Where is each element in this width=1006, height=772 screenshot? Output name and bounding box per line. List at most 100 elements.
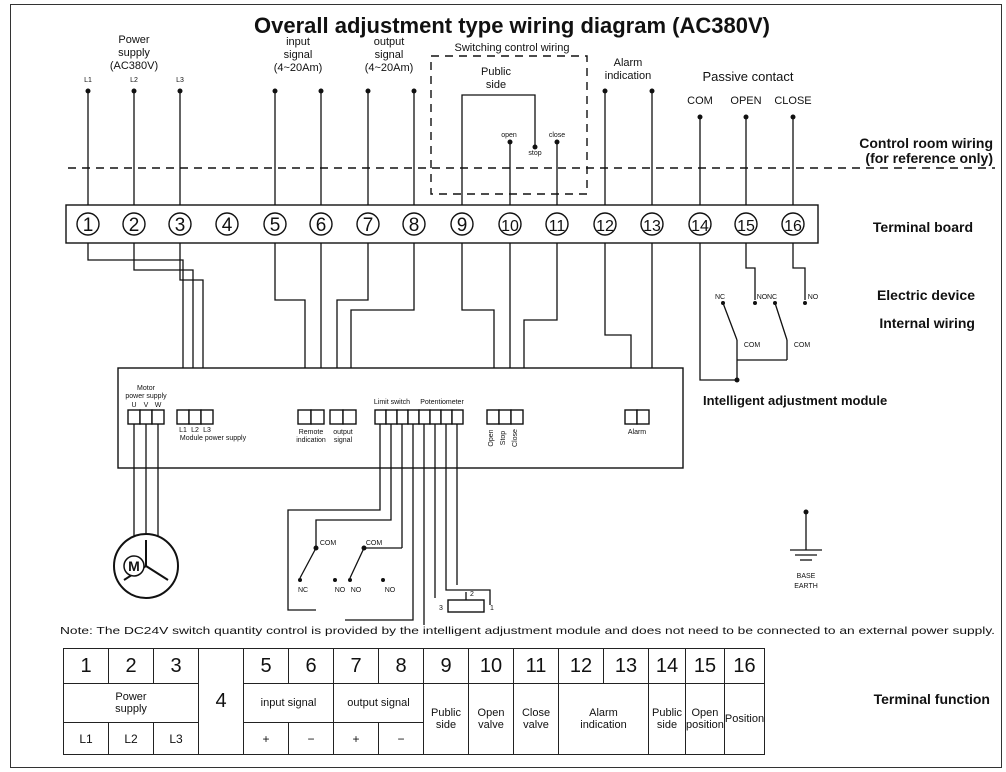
note-text: Note: The DC24V switch quantity control … <box>60 625 995 637</box>
table-row: 1 2 3 4 5 6 7 8 9 10 11 12 13 14 15 16 <box>63 648 766 755</box>
svg-text:COM: COM <box>366 540 383 547</box>
svg-text:Limit switch: Limit switch <box>374 399 410 406</box>
svg-text:1: 1 <box>83 215 94 236</box>
ground-symbol: BASE EARTH <box>790 509 822 590</box>
passive-leads: COM OPEN CLOSE <box>687 95 811 107</box>
svg-text:L1: L1 <box>84 77 92 84</box>
svg-text:EARTH: EARTH <box>794 583 818 590</box>
motor-symbol: M <box>113 533 179 599</box>
svg-text:L1: L1 <box>179 427 187 434</box>
svg-text:5: 5 <box>270 215 281 236</box>
svg-text:13: 13 <box>643 218 661 235</box>
limit-switch-contacts: COM NC NO COM NO NO <box>298 540 402 594</box>
svg-text:Potentiometer: Potentiometer <box>420 399 464 406</box>
svg-text:NC: NC <box>298 587 308 594</box>
diagram-frame <box>10 4 1002 768</box>
svg-text:NC: NC <box>715 294 725 301</box>
alarm-label: Alarm indication <box>605 57 651 82</box>
svg-text:close: close <box>549 132 565 139</box>
input-signal-label: input signal (4~20Am) <box>274 36 323 74</box>
potentiometer: 3 2 1 <box>439 591 494 613</box>
svg-text:Stop: Stop <box>500 431 507 446</box>
public-side-label: Public side <box>481 66 511 91</box>
svg-text:COM: COM <box>320 540 337 547</box>
svg-text:3: 3 <box>439 605 443 612</box>
svg-text:Electric device: Electric device <box>877 287 975 303</box>
svg-text:output: output <box>374 36 405 48</box>
svg-text:U: U <box>131 402 136 409</box>
svg-text:indication: indication <box>296 437 326 444</box>
svg-text:NO: NO <box>351 587 362 594</box>
svg-text:COM: COM <box>687 95 713 107</box>
table-row: L1 L2 L3 + − + − <box>63 722 765 755</box>
svg-text:NO: NO <box>757 294 768 301</box>
svg-text:16: 16 <box>784 218 802 235</box>
svg-text:input: input <box>286 36 310 48</box>
terminal-circles <box>76 212 805 236</box>
terminal-function-label: Terminal function <box>874 691 990 707</box>
module-terminals <box>127 409 650 425</box>
svg-text:OPEN: OPEN <box>730 95 761 107</box>
top-wires <box>85 88 796 205</box>
control-room-note: Control room wiring (for reference only) <box>859 135 993 166</box>
svg-text:signal: signal <box>284 49 313 61</box>
svg-text:Control room wiring: Control room wiring <box>859 135 993 151</box>
svg-text:power supply: power supply <box>125 393 167 400</box>
svg-text:3: 3 <box>175 215 186 236</box>
power-supply-label: Power supply (AC380V) <box>110 34 158 72</box>
svg-text:11: 11 <box>549 218 566 235</box>
switch-labels: open close stop <box>501 132 565 157</box>
svg-text:2: 2 <box>470 591 474 598</box>
svg-text:NO: NO <box>808 294 819 301</box>
svg-text:NO: NO <box>385 587 396 594</box>
electric-device-label: Electric device Internal wiring <box>877 287 975 331</box>
switching-control-label: Switching control wiring <box>455 42 570 54</box>
svg-text:signal: signal <box>334 437 353 444</box>
svg-text:NC: NC <box>767 294 777 301</box>
svg-text:Motor: Motor <box>137 385 156 392</box>
svg-text:W: W <box>155 402 162 409</box>
svg-text:12: 12 <box>596 218 614 235</box>
svg-text:Alarm: Alarm <box>628 429 646 436</box>
svg-text:Internal wiring: Internal wiring <box>879 315 975 331</box>
svg-text:output: output <box>333 429 353 436</box>
svg-text:9: 9 <box>457 215 468 236</box>
svg-text:signal: signal <box>375 49 404 61</box>
svg-text:L3: L3 <box>176 77 184 84</box>
switching-control-box <box>430 55 588 195</box>
svg-text:Close: Close <box>512 429 519 447</box>
electric-device-contacts: NC NO NC NO COM COM <box>715 294 819 383</box>
svg-text:COM: COM <box>744 342 761 349</box>
svg-text:10: 10 <box>501 218 519 235</box>
svg-text:6: 6 <box>316 215 327 236</box>
module-labels: Motor power supply U V W L1 L2 L3 Module… <box>125 385 646 447</box>
svg-text:COM: COM <box>794 342 811 349</box>
module-label: Intelligent adjustment module <box>703 393 887 408</box>
svg-text:Remote: Remote <box>299 429 324 436</box>
svg-text:L3: L3 <box>203 427 211 434</box>
svg-text:V: V <box>144 402 149 409</box>
svg-text:8: 8 <box>409 215 420 236</box>
svg-text:open: open <box>501 132 517 139</box>
svg-text:Public: Public <box>481 66 511 78</box>
svg-text:stop: stop <box>528 150 541 157</box>
svg-text:indication: indication <box>605 70 651 82</box>
svg-text:BASE: BASE <box>797 573 816 580</box>
svg-text:CLOSE: CLOSE <box>774 95 811 107</box>
svg-text:Alarm: Alarm <box>614 57 643 69</box>
svg-text:(4~20Am): (4~20Am) <box>274 62 323 74</box>
svg-text:Module power supply: Module power supply <box>180 435 247 442</box>
svg-text:L2: L2 <box>191 427 199 434</box>
svg-text:NO: NO <box>335 587 346 594</box>
svg-text:supply: supply <box>118 47 150 59</box>
svg-text:14: 14 <box>691 218 709 235</box>
svg-text:M: M <box>128 558 140 574</box>
terminal-board-label: Terminal board <box>873 219 973 235</box>
svg-text:(for reference only): (for reference only) <box>865 150 993 166</box>
svg-text:Power: Power <box>118 34 150 46</box>
svg-text:7: 7 <box>363 215 374 236</box>
svg-text:side: side <box>486 79 506 91</box>
limit-switch-wires <box>287 424 491 625</box>
svg-text:Open: Open <box>488 429 495 446</box>
